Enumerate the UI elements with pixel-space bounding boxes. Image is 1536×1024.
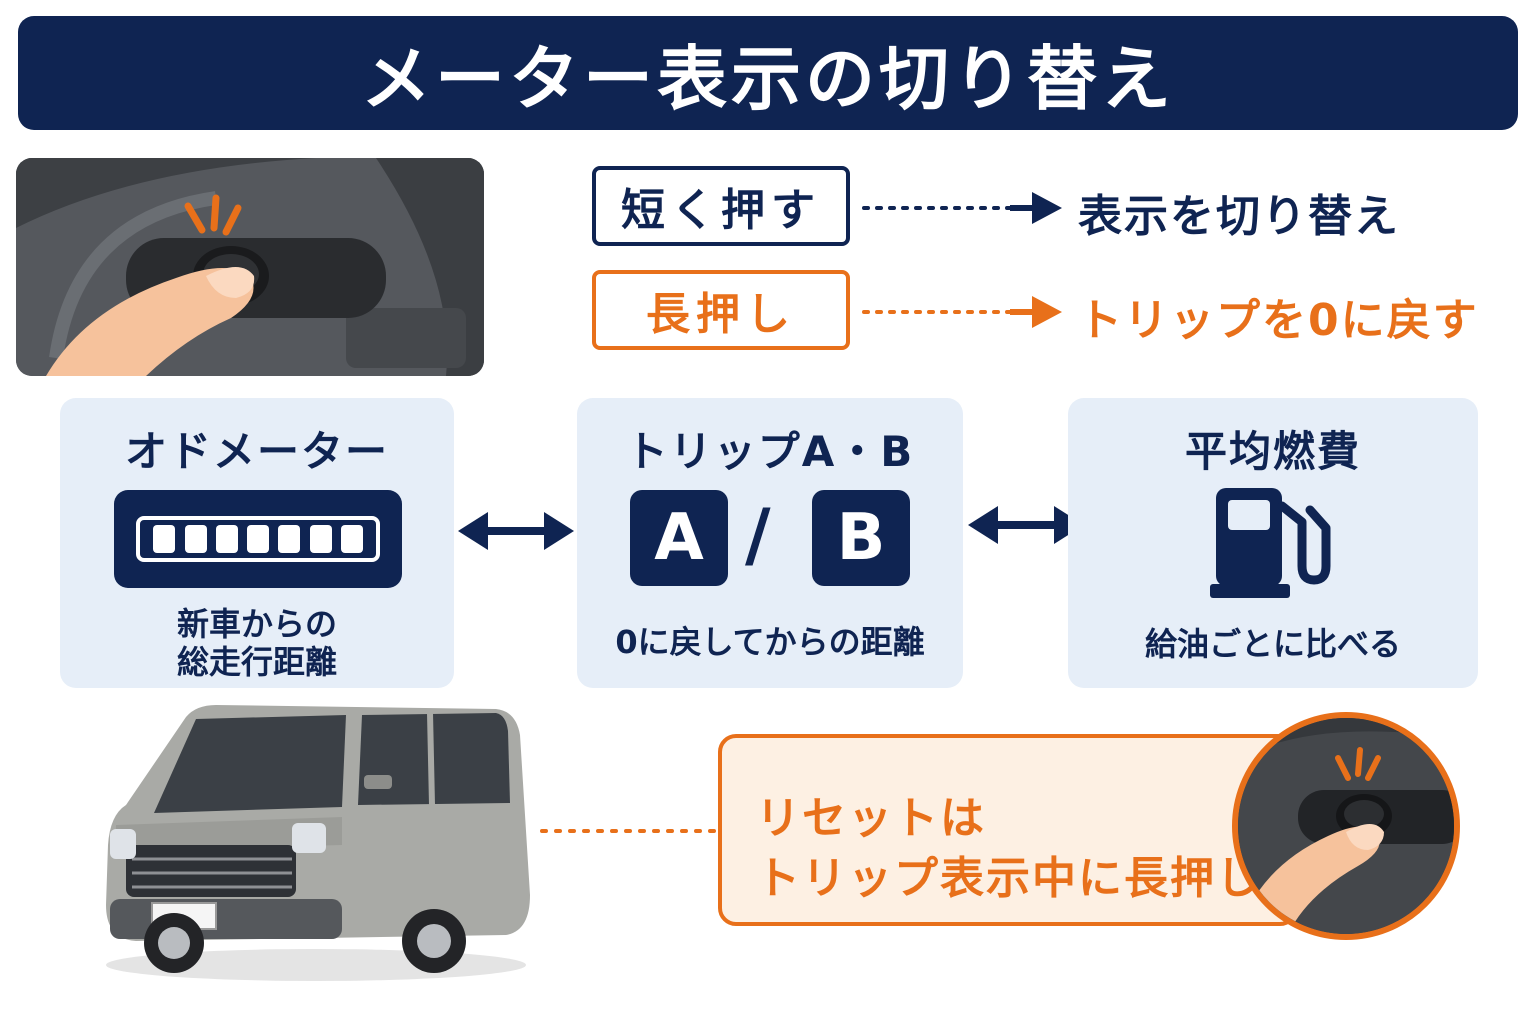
double-arrow-icon [458, 512, 574, 550]
page-title: メーター表示の切り替え [361, 37, 1175, 120]
trip-desc: 0に戻してからの距離 [615, 623, 925, 661]
odometer-display-icon [114, 490, 402, 588]
fuel-card: 平均燃費 給油ごとに比べる [1068, 398, 1478, 688]
finger-press-icon [1238, 718, 1454, 934]
trip-card: トリップA・B A / B 0に戻してからの距離 [577, 398, 963, 688]
dotted-connector [540, 829, 718, 833]
trip-a-box: A [630, 490, 728, 586]
fuel-pump-icon [1210, 488, 1331, 598]
fuel-title: 平均燃費 [1184, 427, 1361, 476]
fuel-desc: 給油ごとに比べる [1144, 625, 1401, 663]
trip-slash: / [745, 494, 771, 576]
odometer-desc-line1: 新車からの [176, 605, 337, 643]
car-illustration [96, 695, 546, 985]
title-banner: メーター表示の切り替え [18, 16, 1518, 130]
dotted-arrow-icon [862, 296, 1062, 328]
short-press-result: 表示を切り替え [1078, 191, 1400, 242]
odometer-title: オドメーター [124, 427, 389, 476]
reset-line-1: リセットは [756, 793, 986, 844]
button-press-photo [16, 158, 484, 376]
long-press-tag: 長押し [592, 270, 850, 350]
reset-line-2: トリップ表示中に長押し [756, 853, 1262, 904]
reset-callout: リセットは トリップ表示中に長押し [718, 734, 1298, 926]
trip-title: トリップA・B [625, 427, 915, 476]
odometer-desc-line2: 総走行距離 [176, 643, 337, 681]
finger-press-icon [16, 158, 484, 376]
long-press-result: トリップを0に戻す [1078, 295, 1479, 346]
short-press-tag: 短く押す [592, 166, 850, 246]
dotted-arrow-icon [862, 192, 1062, 224]
odometer-card: オドメーター 新車からの 総走行距離 [60, 398, 454, 688]
reset-press-photo [1232, 712, 1460, 940]
trip-b-box: B [812, 490, 910, 586]
